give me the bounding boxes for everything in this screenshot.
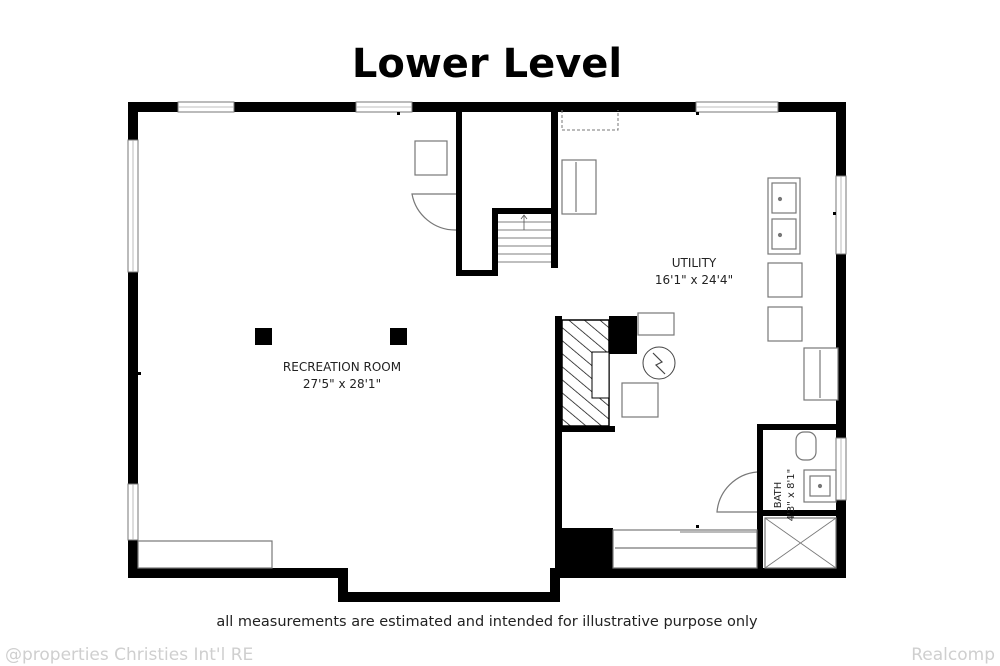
washer	[767, 262, 803, 298]
electrical-panel-icon	[642, 346, 676, 380]
footnote: all measurements are estimated and inten…	[216, 614, 758, 630]
dryer	[767, 306, 803, 342]
recreation-room-dims: 27'5" x 28'1"	[303, 377, 381, 391]
support-column	[255, 328, 272, 345]
door-swing	[411, 193, 457, 231]
water-heater	[561, 159, 597, 215]
bath-dims: 4'3" x 8'1"	[786, 469, 797, 521]
utility-fixtures	[561, 110, 839, 418]
windows	[127, 101, 847, 541]
chimney	[561, 319, 610, 427]
plan-title: Lower Level	[352, 41, 622, 87]
built-in-counter	[137, 540, 273, 569]
door-swing	[716, 471, 758, 513]
exterior-walls	[128, 102, 846, 602]
storage-shelf	[803, 347, 839, 401]
utility-label: UTILITY	[672, 256, 717, 270]
watermark-right: Realcomp	[911, 645, 995, 665]
wall-markers	[138, 112, 836, 595]
recreation-fixtures	[137, 140, 457, 569]
utility-counter	[612, 529, 758, 569]
utility-dims: 16'1" x 24'4"	[655, 273, 733, 287]
utility-box	[621, 382, 659, 418]
furniture-chair	[414, 140, 448, 176]
interior-walls	[456, 110, 839, 572]
toilet	[795, 431, 817, 461]
utility-box	[637, 312, 675, 336]
bath-fixtures	[716, 431, 837, 569]
recreation-room-label: RECREATION ROOM	[283, 360, 401, 374]
watermark-left: @properties Christies Int'l RE	[5, 645, 253, 665]
support-column	[390, 328, 407, 345]
bath-label: BATH	[773, 482, 784, 509]
stairs	[498, 214, 551, 263]
